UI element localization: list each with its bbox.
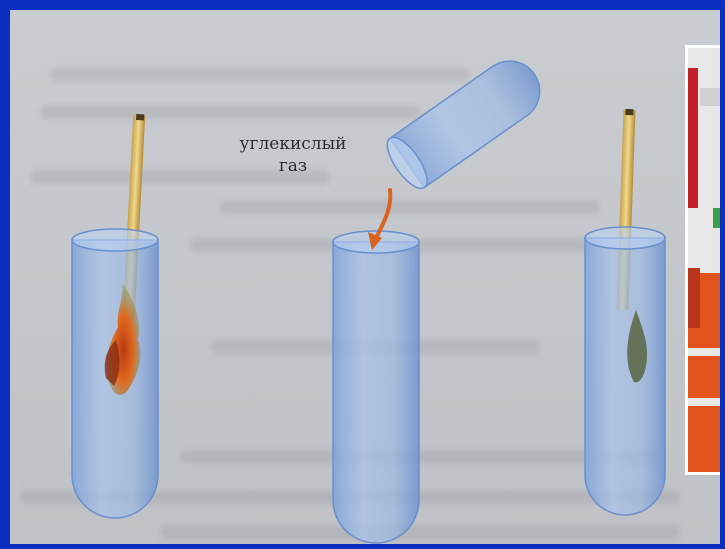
test-tube-icon [333,242,419,543]
gas-label-line1: углекислый [223,133,363,155]
test-tube-icon [585,238,665,515]
photo-firefighter [688,48,725,472]
gas-label: углекислый газ [223,133,363,177]
test-tube-right [585,109,665,515]
test-tube-pouring [380,49,551,194]
illustration [10,10,725,549]
test-tube-left [72,114,158,518]
test-tube-middle [333,231,419,543]
gas-label-line2: газ [223,155,363,177]
photo-inset [685,45,725,475]
